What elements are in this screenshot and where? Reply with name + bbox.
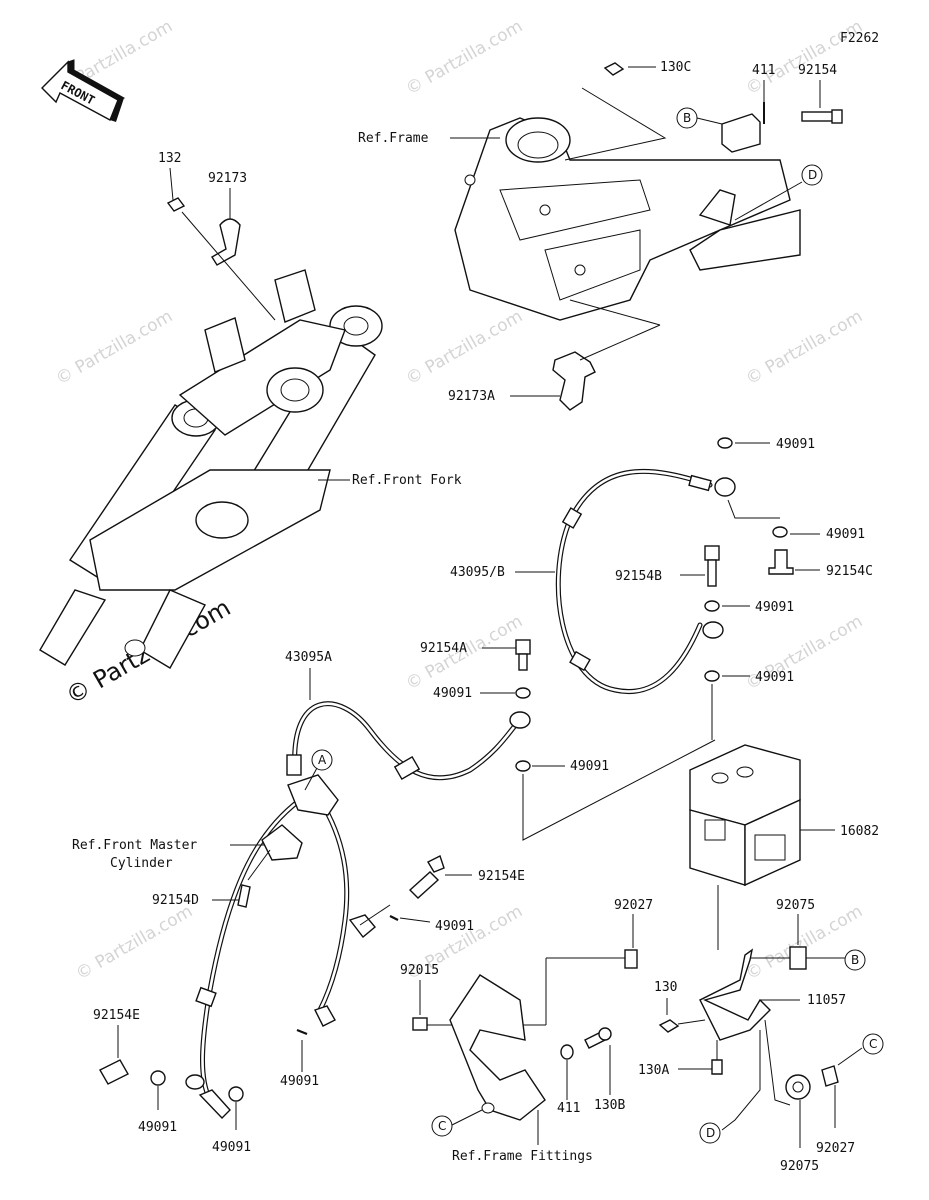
bolt-132: [166, 197, 186, 212]
label-49091-b: 49091: [826, 527, 865, 542]
washer-49091-j: [228, 1086, 244, 1102]
bolt-130: [658, 1019, 680, 1033]
label-ref-master-2: Cylinder: [110, 856, 173, 871]
label-49091-f: 49091: [570, 759, 609, 774]
watermark: © Partzilla.com: [743, 16, 867, 99]
diagram-code: F2262: [840, 31, 879, 46]
bolt-92154E-right: [408, 871, 440, 899]
label-92173A: 92173A: [448, 389, 495, 404]
label-49091-a: 49091: [776, 437, 815, 452]
washer-49091-f: [515, 760, 531, 772]
callout-B-right: B: [844, 949, 866, 971]
washer-49091-d: [704, 670, 720, 682]
callout-C-bottom: C: [431, 1115, 453, 1137]
label-130C: 130C: [660, 60, 691, 75]
label-92154E-right: 92154E: [478, 869, 525, 884]
bolt-130C: [603, 62, 625, 76]
label-92173: 92173: [208, 171, 247, 186]
callout-D-top: D: [801, 164, 823, 186]
washer-411-bottom: [560, 1044, 574, 1060]
label-411-top: 411: [752, 63, 775, 78]
abs-unit-16082: [689, 744, 801, 887]
bracket-top: [721, 113, 761, 153]
label-130A: 130A: [638, 1063, 669, 1078]
label-92027-bottom: 92027: [816, 1141, 855, 1156]
label-92154B: 92154B: [615, 569, 662, 584]
watermark: © Partzilla.com: [743, 901, 867, 984]
label-92154A: 92154A: [420, 641, 467, 656]
label-ref-frame-fittings: Ref.Frame Fittings: [452, 1149, 593, 1164]
clamp-92173: [211, 218, 241, 266]
label-92075-top: 92075: [776, 898, 815, 913]
clamp-92173A: [552, 351, 596, 411]
callout-C-right: C: [862, 1033, 884, 1055]
svg-text:D: D: [706, 1126, 715, 1140]
callout-B-top: B: [676, 107, 698, 129]
watermark: © Partzilla.com: [403, 16, 527, 99]
collar-92027-bottom: [821, 1065, 839, 1087]
bolt-92154C: [768, 549, 794, 575]
label-49091-g: 49091: [435, 919, 474, 934]
front-arrow-icon: FRONT: [41, 59, 126, 122]
label-132: 132: [158, 151, 181, 166]
bolt-92154D: [237, 884, 251, 908]
svg-text:B: B: [851, 953, 859, 967]
label-92075-bottom: 92075: [780, 1159, 819, 1174]
label-411-bottom: 411: [557, 1101, 580, 1116]
label-43095B: 43095/B: [450, 565, 505, 580]
master-cylinder: [261, 824, 303, 861]
watermark: © Partzilla.com: [73, 901, 197, 984]
label-92154E-left: 92154E: [93, 1008, 140, 1023]
callout-A: A: [311, 749, 333, 771]
label-ref-front-fork: Ref.Front Fork: [352, 473, 462, 488]
label-ref-master-1: Ref.Front Master: [72, 838, 197, 853]
callout-D-bottom: D: [699, 1122, 721, 1144]
grommet-92075-top: [789, 946, 807, 970]
label-ref-frame: Ref.Frame: [358, 131, 429, 146]
svg-text:A: A: [318, 753, 327, 767]
label-49091-i: 49091: [138, 1120, 177, 1135]
watermark: © Partzilla.com: [403, 306, 527, 389]
hose-43095B: [555, 468, 736, 694]
svg-text:C: C: [438, 1119, 446, 1133]
label-16082: 16082: [840, 824, 879, 839]
label-130B: 130B: [594, 1098, 625, 1113]
bolt-92154A: [515, 639, 531, 655]
label-92027-top: 92027: [614, 898, 653, 913]
svg-text:D: D: [808, 168, 817, 182]
label-43095A: 43095A: [285, 650, 332, 665]
front-fork-assembly: [39, 269, 383, 669]
bolt-92015: [412, 1017, 428, 1031]
label-92154C: 92154C: [826, 564, 873, 579]
bolt-92154: [801, 111, 835, 122]
frame-fitting-bracket: [449, 974, 546, 1121]
bolt-92154B: [704, 545, 720, 561]
collar-92027-top: [624, 949, 638, 969]
bolt-92154E-left: [99, 1059, 129, 1085]
label-92015: 92015: [400, 963, 439, 978]
label-49091-c: 49091: [755, 600, 794, 615]
label-49091-h: 49091: [280, 1074, 319, 1089]
watermark: © Partzilla.com: [743, 306, 867, 389]
washer-49091-a: [717, 437, 733, 449]
label-92154-top: 92154: [798, 63, 837, 78]
label-92154D: 92154D: [152, 893, 199, 908]
washer-49091-b: [772, 526, 788, 538]
label-11057: 11057: [807, 993, 846, 1008]
label-49091-j: 49091: [212, 1140, 251, 1155]
watermark: © Partzilla.com: [53, 306, 177, 389]
frame-section: [454, 117, 801, 321]
svg-text:B: B: [683, 111, 691, 125]
washer-49091-c: [704, 600, 720, 612]
washer-49091-i: [150, 1070, 166, 1086]
label-130: 130: [654, 980, 677, 995]
label-49091-d: 49091: [755, 670, 794, 685]
hose-43095A: [195, 701, 531, 1120]
label-49091-e: 49091: [433, 686, 472, 701]
bolt-130A: [711, 1059, 723, 1075]
svg-text:C: C: [869, 1037, 877, 1051]
washer-49091-e: [515, 687, 531, 699]
